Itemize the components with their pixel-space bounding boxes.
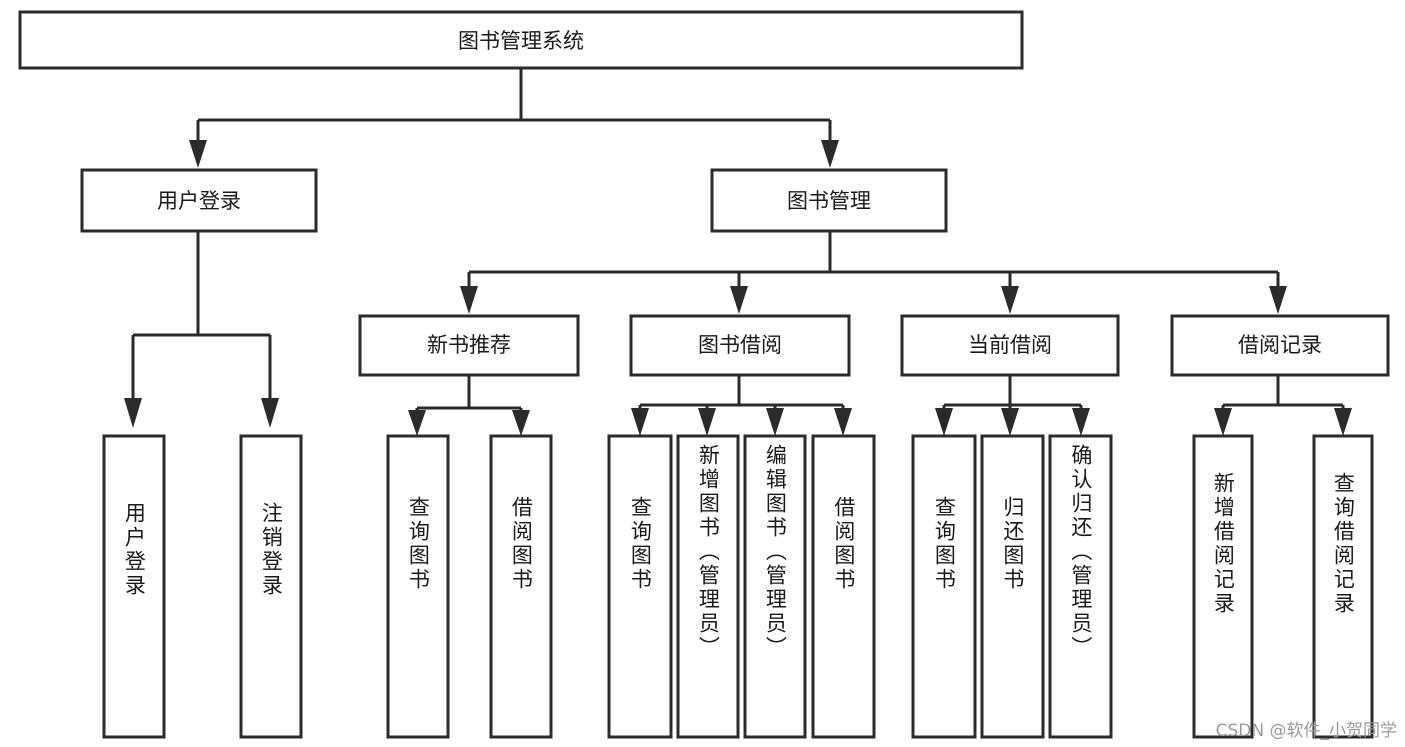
arrow-head-icon [512,410,530,436]
arrow-head-icon [124,398,142,428]
node-leaf-user-login[interactable] [102,434,166,739]
node-borrow-record[interactable]: 借阅记录 [1170,314,1390,377]
node-leaf-logout[interactable] [239,434,303,739]
node-current-borrow[interactable]: 当前借阅 [900,314,1120,377]
connector-root-to-level2 [189,68,839,168]
node-leaf-return-book[interactable] [980,434,1045,739]
node-leaf-query-book-1[interactable] [386,434,450,739]
arrow-head-icon [821,140,839,168]
node-new-book-recommend-label: 新书推荐 [427,333,511,357]
arrow-head-icon [698,408,716,436]
node-book-borrow-label: 图书借阅 [698,333,782,357]
node-leaf-add-book[interactable] [676,434,740,739]
arrow-head-icon [1214,408,1232,436]
node-book-management-label: 图书管理 [787,189,871,213]
node-root-system[interactable]: 图书管理系统 [18,10,1024,70]
arrow-head-icon [1072,408,1090,436]
node-leaf-query-record[interactable] [1312,434,1374,739]
connector-bookmgmt-to-level3 [460,231,1287,314]
arrow-head-icon [460,286,478,314]
connector-current-to-children [935,375,1090,436]
arrow-head-icon [1334,408,1352,436]
arrow-head-icon [730,286,748,314]
node-current-borrow-label: 当前借阅 [968,333,1052,357]
arrow-head-icon [189,140,207,168]
node-book-management[interactable]: 图书管理 [710,168,948,233]
arrow-head-icon [261,398,279,428]
node-leaf-add-record[interactable] [1192,434,1254,739]
node-user-login[interactable]: 用户登录 [80,168,318,233]
node-leaf-edit-book[interactable] [743,434,807,739]
node-leaf-query-book-2[interactable] [607,434,673,739]
connector-borrow-to-children [631,375,852,436]
node-book-borrow[interactable]: 图书借阅 [629,314,851,377]
node-leaf-query-book-3[interactable] [911,434,977,739]
node-new-book-recommend[interactable]: 新书推荐 [358,314,580,377]
node-root-label: 图书管理系统 [458,29,584,53]
csdn-watermark: CSDN @软件_小贺同学 [1215,721,1397,741]
node-leaf-borrow-book-1[interactable] [489,434,553,739]
connector-record-to-children [1214,375,1352,436]
node-borrow-record-label: 借阅记录 [1238,333,1322,357]
arrow-head-icon [631,408,649,436]
connector-newbook-to-children [408,375,530,436]
connector-userlogin-to-children [124,231,279,428]
node-leaf-confirm-return[interactable] [1048,434,1113,739]
arrow-head-icon [834,408,852,436]
node-user-login-label: 用户登录 [157,189,241,213]
arrow-head-icon [766,408,784,436]
arrow-head-icon [1269,286,1287,314]
arrow-head-icon [1001,408,1019,436]
arrow-head-icon [408,410,426,436]
arrow-head-icon [935,408,953,436]
arrow-head-icon [1001,286,1019,314]
node-leaf-borrow-book-2[interactable] [811,434,876,739]
